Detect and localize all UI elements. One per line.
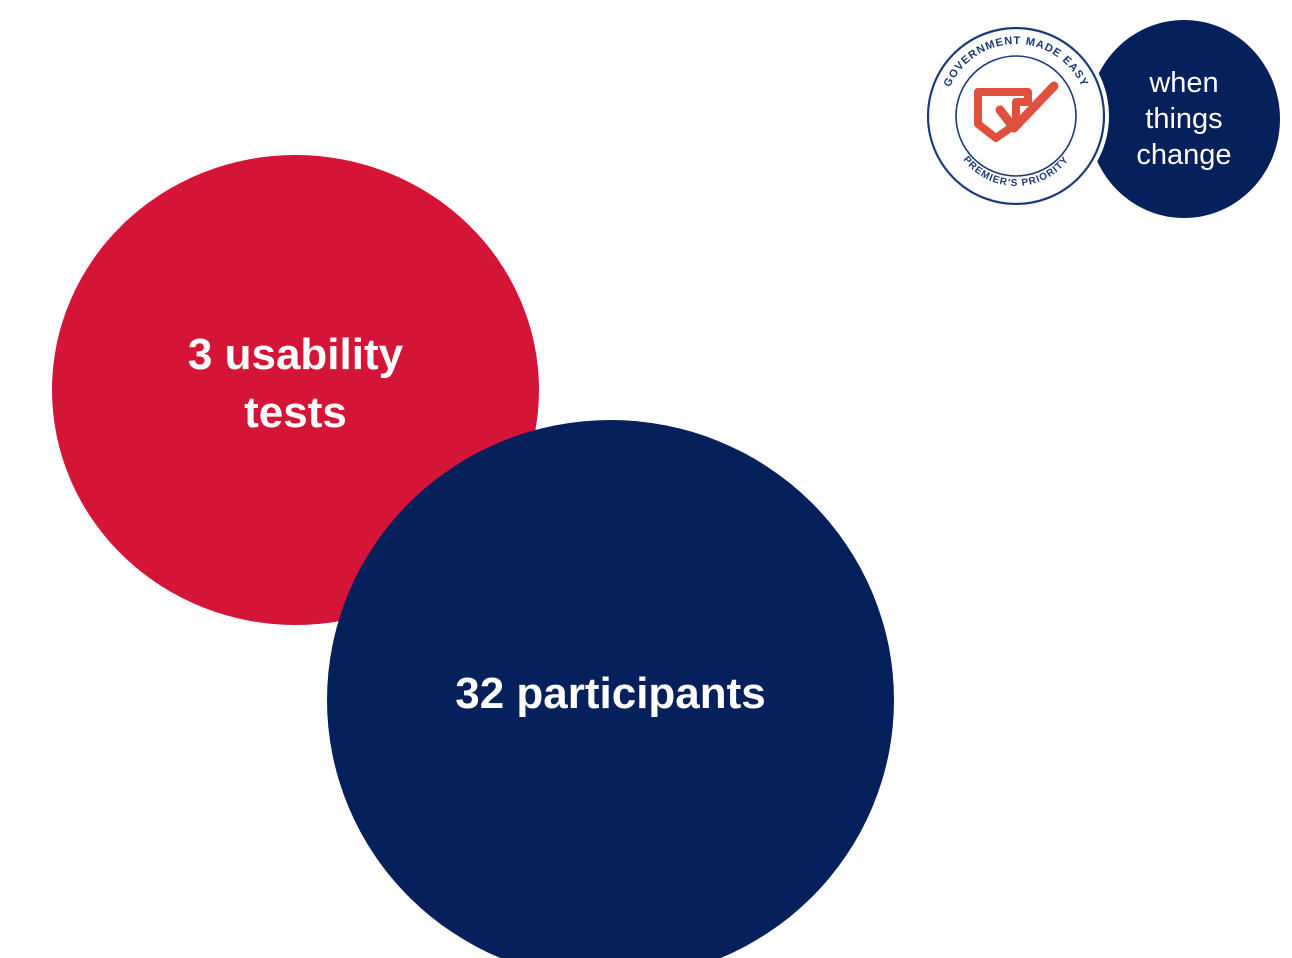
checkmark-map-icon xyxy=(974,81,1059,142)
seal-inner-ring xyxy=(955,55,1077,177)
usability-tests-label: 3 usability tests xyxy=(187,330,404,437)
tagline-line: when xyxy=(1149,67,1219,99)
tagline: when things change xyxy=(1136,65,1231,173)
when-things-change-circle: when things change xyxy=(1088,20,1280,218)
tagline-line: things xyxy=(1145,103,1223,135)
seal-outer-ring xyxy=(926,26,1106,206)
participants-label: 32 participants xyxy=(455,669,766,718)
usability-tests-circle: 3 usability tests xyxy=(52,155,539,625)
premiers-priority-seal-logo: GOVERNMENT MADE EASY PREMIER'S PRIORITY xyxy=(923,23,1109,209)
government-made-easy-badge: when things change GOVERNMENT MADE EASY … xyxy=(920,20,1280,220)
participants-circle: 32 participants xyxy=(327,420,894,958)
tagline-line: change xyxy=(1136,139,1232,171)
